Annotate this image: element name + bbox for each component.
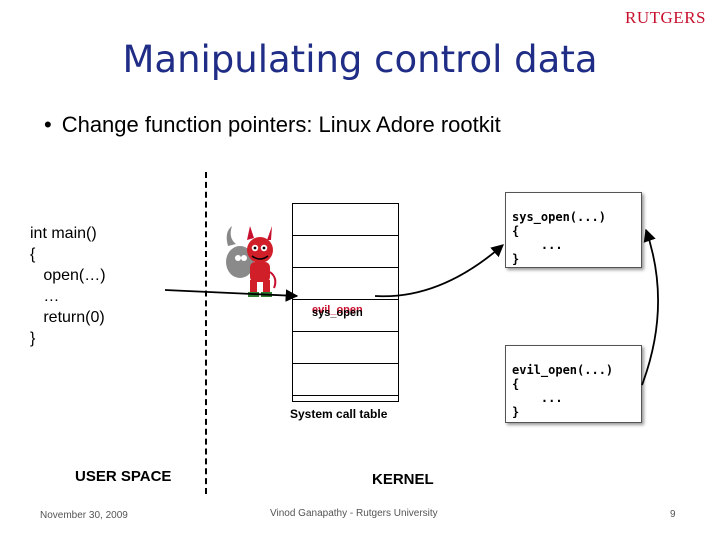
page-number: 9: [670, 509, 676, 520]
bullet-dot: •: [44, 112, 52, 137]
footer-author: Vinod Ganapathy - Rutgers University: [270, 508, 438, 519]
kernel-label: KERNEL: [372, 471, 434, 488]
syscall-table: evil_open sys_open: [292, 203, 399, 402]
table-row: [293, 364, 398, 396]
devil-mascot-icon: [222, 218, 280, 300]
table-row-sys-open: evil_open sys_open: [293, 300, 398, 332]
slide-title: Manipulating control data: [122, 38, 598, 81]
user-kernel-divider: [205, 172, 207, 494]
bullet-item: • Change function pointers: Linux Adore r…: [44, 112, 501, 138]
evil-open-function-box: evil_open(...) { ... }: [505, 345, 642, 423]
table-row: [293, 268, 398, 300]
original-entry: sys_open: [312, 307, 363, 319]
table-row: [293, 236, 398, 268]
footer-date: November 30, 2009: [40, 510, 128, 521]
evil-open-code: evil_open(...) { ... }: [512, 363, 614, 419]
table-row: [293, 204, 398, 236]
sys-open-function-box: sys_open(...) { ... }: [505, 192, 642, 268]
syscall-table-label: System call table: [290, 407, 388, 421]
call-arrow: [164, 289, 299, 302]
rutgers-logo: RUTGERS: [625, 8, 706, 27]
pointer-arrow: [374, 244, 504, 298]
overwritten-entry: evil_open: [312, 304, 363, 316]
user-space-label: USER SPACE: [75, 468, 172, 485]
hook-arrow: [641, 228, 659, 386]
bullet-text: Change function pointers: Linux Adore ro…: [61, 112, 501, 137]
table-row: [293, 332, 398, 364]
main-function-code: int main() { open(…) … return(0) }: [30, 225, 106, 347]
sys-open-code: sys_open(...) { ... }: [512, 210, 606, 266]
